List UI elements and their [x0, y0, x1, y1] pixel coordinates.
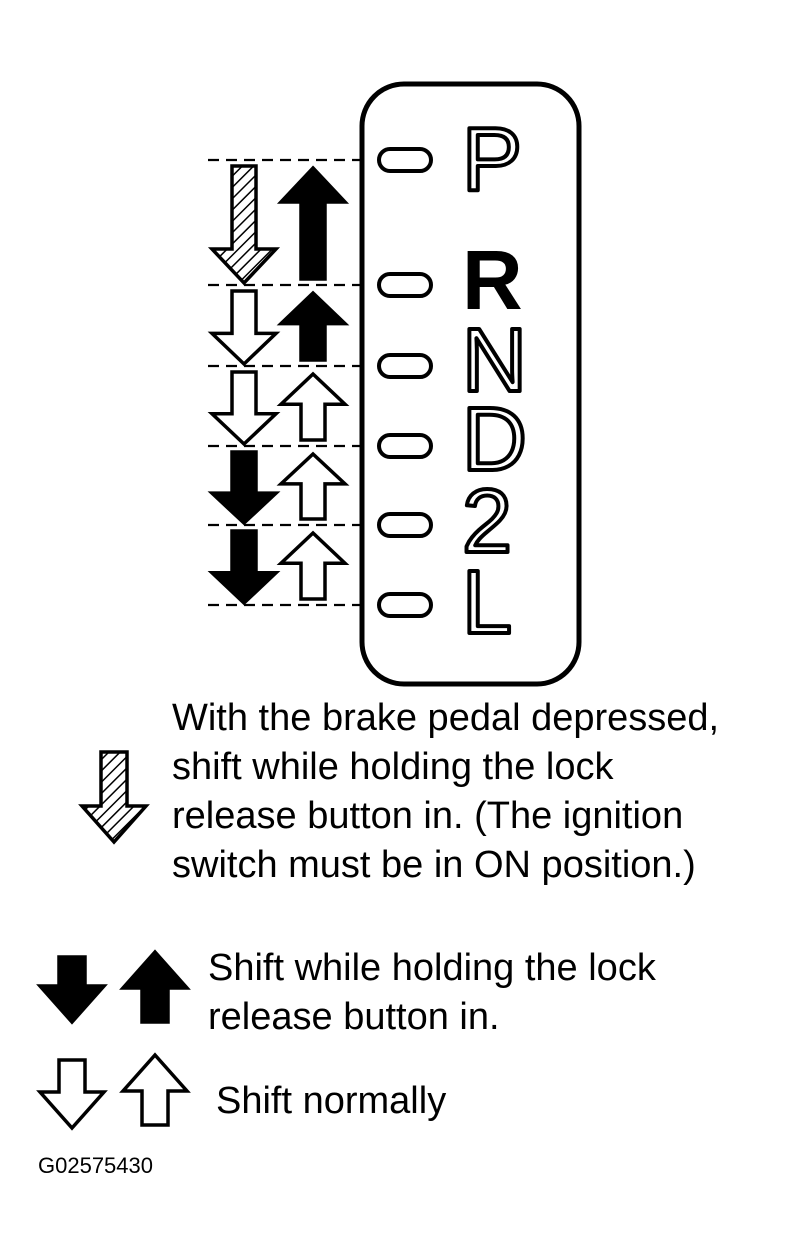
detent-slot-2 [377, 512, 433, 538]
position-letters: P R N D 2 L [460, 108, 529, 655]
detent-slot-n [377, 353, 433, 379]
legend-arrows [36, 750, 191, 1131]
position-r-label: R [462, 233, 523, 327]
arrow-up-l-to-2 [276, 530, 350, 601]
detent-slot-p [377, 147, 433, 173]
legend-outline-text: Shift normally [216, 1080, 447, 1122]
position-guide-lines [208, 158, 360, 607]
detent-slot-r [377, 272, 433, 298]
arrow-up-2-to-d [276, 451, 350, 521]
position-d-label: D [462, 390, 527, 490]
legend-solid-down-arrow [36, 955, 108, 1025]
position-2-label: 2 [462, 472, 512, 572]
arrow-up-n-to-r [276, 290, 350, 362]
arrow-down-p-to-r [207, 164, 281, 286]
legend-solid-up-arrow [119, 949, 191, 1024]
figure-id: G02575430 [38, 1153, 153, 1178]
legend-outline-down-arrow [36, 1058, 108, 1131]
arrow-down-r-to-n [207, 289, 281, 367]
arrow-down-n-to-d [207, 370, 281, 447]
position-p-label: P [462, 110, 522, 210]
legend-hatched-text: With the brake pedal depressed, shift wh… [172, 697, 720, 886]
detent-slots [377, 147, 433, 618]
legend-solid-text: Shift while holding the lock release but… [208, 947, 656, 1038]
arrow-down-d-to-2 [207, 450, 281, 526]
position-l-label: L [462, 553, 512, 653]
legend-outline-up-arrow [119, 1052, 191, 1127]
detent-slot-d [377, 433, 433, 459]
arrow-down-2-to-l [207, 529, 281, 606]
transition-arrows [207, 164, 350, 606]
legend-hatched-down-arrow [78, 750, 150, 845]
arrow-up-d-to-n [276, 371, 350, 442]
position-n-label: N [462, 311, 527, 411]
arrow-up-r-to-p [276, 165, 350, 281]
detent-slot-l [377, 592, 433, 618]
